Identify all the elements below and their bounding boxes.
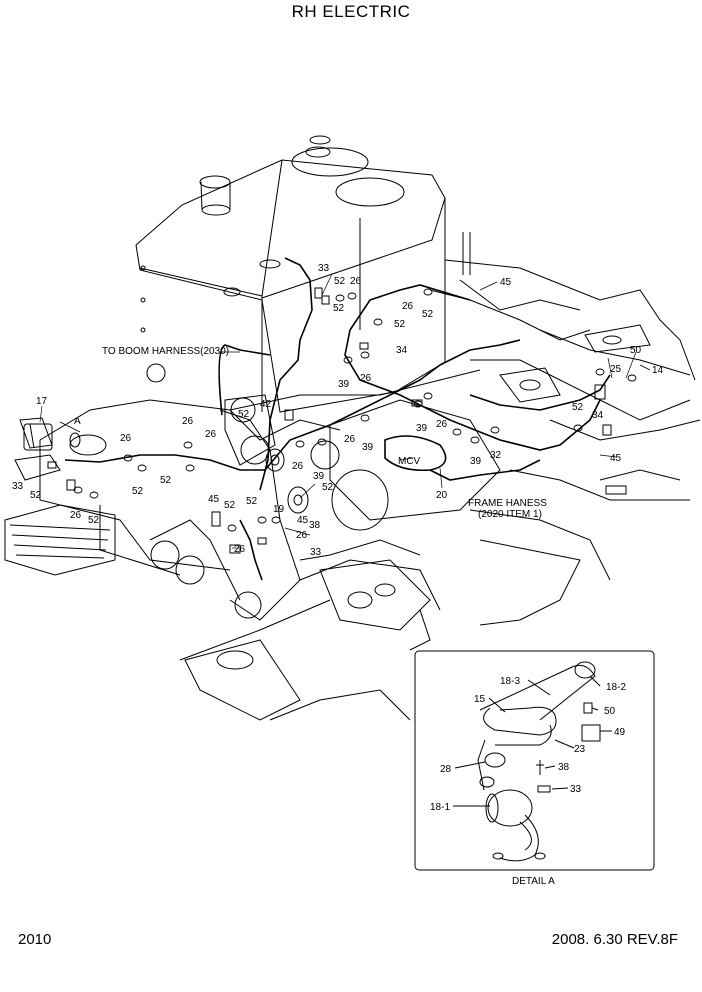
callout: 18-3 [500, 676, 520, 687]
callout: 49 [614, 727, 626, 738]
callout: 34 [396, 345, 408, 356]
callout: 14 [652, 365, 664, 376]
callout: 52 [322, 482, 334, 493]
callout: 52 [30, 490, 42, 501]
callout: 28 [440, 764, 452, 775]
callout: 39 [313, 471, 325, 482]
callout: 52 [334, 276, 346, 287]
callout: 39 [470, 456, 482, 467]
centre-structure [39, 369, 611, 721]
callout: 26 [120, 433, 132, 444]
note-mcv: MCV [398, 456, 421, 467]
callout: 45 [297, 515, 309, 526]
callout: 17 [36, 396, 48, 407]
callout: 26 [296, 530, 308, 541]
callout: 52 [88, 515, 100, 526]
step-assembly [4, 417, 116, 576]
callout: 34 [592, 410, 604, 421]
drawing-title: RH ELECTRIC [291, 2, 411, 21]
callout: 45 [208, 494, 220, 505]
callout: 19 [273, 504, 285, 515]
callout: 26 [344, 434, 356, 445]
tank-body [135, 135, 446, 413]
callout: 50 [630, 345, 642, 356]
callout: 18-1 [430, 802, 450, 813]
callout: 26 [292, 461, 304, 472]
callout: 33 [570, 784, 582, 795]
detail-reference-marker: A [74, 416, 81, 427]
callout: 26 [234, 544, 246, 555]
callout: 33 [318, 263, 330, 274]
callout: 50 [604, 706, 616, 717]
callout: 39 [416, 423, 428, 434]
callout: 15 [474, 694, 486, 705]
callout: 39 [338, 379, 350, 390]
callout: 33 [12, 481, 24, 492]
note-frame-harness-2: (2020 ITEM 1) [478, 509, 542, 520]
callout: 39 [362, 442, 374, 453]
callout: 26 [350, 276, 362, 287]
note-frame-harness-1: FRAME HANESS [468, 498, 547, 509]
callout: 26 [360, 373, 372, 384]
callout: 20 [436, 490, 448, 501]
callout: 52 [160, 475, 172, 486]
bolt-symbols [73, 288, 637, 532]
clips [47, 287, 612, 554]
revision-label: 2008. 6.30 REV.8F [551, 931, 678, 948]
callout: 26 [70, 510, 82, 521]
callout: 26 [436, 419, 448, 430]
callout: 52 [422, 309, 434, 320]
callout: 32 [490, 450, 502, 461]
detail-a-box [414, 650, 655, 871]
callout: 45 [610, 453, 622, 464]
detail-callouts: 18-3 18-2 15 50 49 23 28 38 18-1 33 [430, 676, 626, 813]
callout: 42 [260, 399, 272, 410]
horns [265, 448, 309, 514]
callout: 52 [132, 486, 144, 497]
work-light [23, 423, 53, 451]
detail-a-caption: DETAIL A [512, 876, 555, 887]
callout: 18-2 [606, 682, 626, 693]
callout: 26 [402, 301, 414, 312]
callout: 25 [610, 364, 622, 375]
main-callouts: 33 52 26 52 26 52 34 39 26 45 52 50 25 1… [12, 263, 664, 558]
callout: 38 [309, 520, 321, 531]
callout: 52 [238, 409, 250, 420]
callout: 38 [558, 762, 570, 773]
callout: 26 [205, 429, 217, 440]
callout: 52 [394, 319, 406, 330]
callout: 45 [500, 277, 512, 288]
callout: 52 [572, 402, 584, 413]
page-number: 2010 [18, 931, 52, 948]
wiring-harness [64, 257, 611, 581]
callout: 33 [310, 547, 322, 558]
callout: 23 [574, 744, 586, 755]
callout: 52 [246, 496, 258, 507]
relay-main [69, 432, 107, 456]
callout: 52 [333, 303, 345, 314]
leader-lines [39, 273, 651, 549]
callout: 26 [182, 416, 194, 427]
note-boom-harness: TO BOOM HARNESS(2030) [102, 346, 229, 357]
callout: 52 [224, 500, 236, 511]
